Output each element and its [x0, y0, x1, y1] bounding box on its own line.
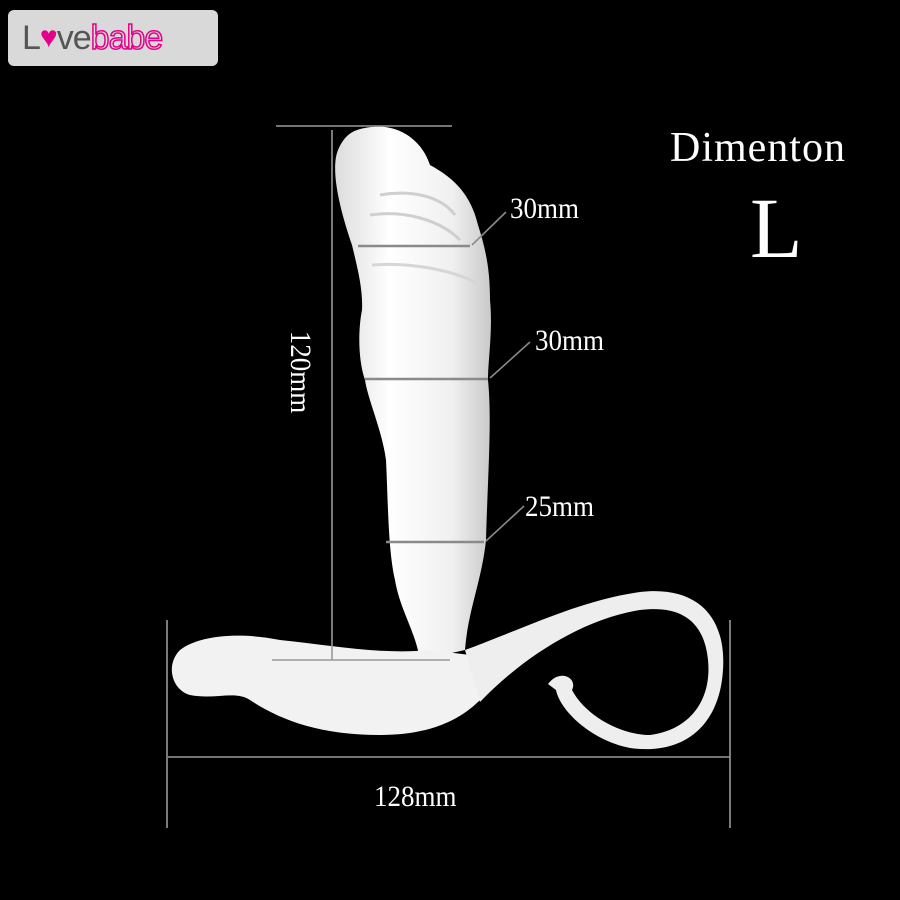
- leader-line-middle: [489, 341, 531, 379]
- product-ridge: [379, 191, 457, 216]
- width-label: 128mm: [374, 780, 457, 813]
- dimension-title: Dimenton: [670, 125, 846, 171]
- measure-lines: [166, 125, 731, 828]
- base-diameter-label: 25mm: [525, 490, 595, 523]
- logo-heart-icon: ♥: [39, 21, 58, 54]
- product-base-left: [171, 635, 480, 735]
- logo-text-babe: babe: [90, 18, 164, 58]
- leader-line-base: [485, 505, 525, 542]
- middle-diameter-label: 30mm: [535, 324, 605, 357]
- product-base-loop: [465, 591, 724, 750]
- logo-text-love-2: ve: [56, 18, 92, 57]
- diameter-lines: [358, 244, 488, 544]
- tip-diameter-label: 30mm: [510, 192, 580, 225]
- product-shaft: [335, 126, 491, 660]
- length-label: 120mm: [284, 330, 317, 414]
- leader-line-tip: [471, 211, 507, 246]
- size-label: L: [750, 180, 803, 276]
- product-ridge: [371, 262, 481, 287]
- leader-lines: [471, 211, 531, 542]
- logo-text-love-1: L: [22, 18, 41, 57]
- product-ridge: [369, 212, 462, 242]
